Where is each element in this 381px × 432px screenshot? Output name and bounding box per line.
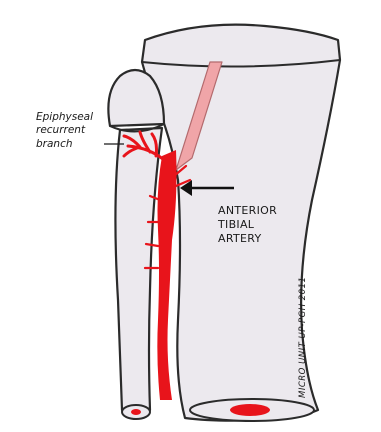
- epiphyseal-label-2: recurrent: [36, 124, 86, 136]
- fibula-marrow-cavity: [131, 409, 141, 415]
- anterior-tibial-label-3: ARTERY: [218, 232, 262, 245]
- artery-trunk: [157, 150, 176, 400]
- epiphyseal-label-1: Epiphyseal: [36, 111, 93, 123]
- tibia-marrow-cavity: [230, 404, 270, 416]
- anterior-tibial-label-2: TIBIAL: [217, 218, 255, 231]
- anterior-tibial-label-1: ANTERIOR: [218, 204, 277, 217]
- credit-text: MICRO UNIT UP-PGH 2011: [298, 277, 308, 398]
- epiphyseal-label-3: branch: [36, 138, 73, 150]
